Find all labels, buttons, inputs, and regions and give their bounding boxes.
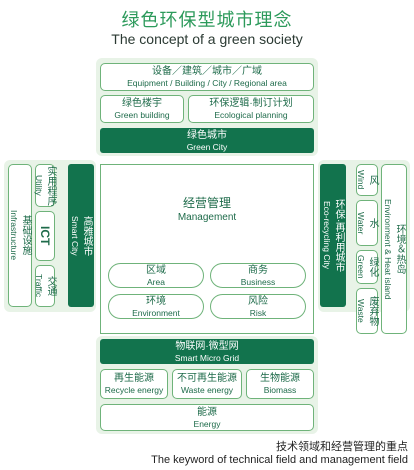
biomass-box: 生物能源 Biomass xyxy=(246,369,314,399)
infrastructure-label-en: Infrastructure xyxy=(9,210,19,261)
diagram-title: 绿色环保型城市理念 xyxy=(121,10,293,30)
ict-box: ICT xyxy=(35,211,55,261)
wind-label-en: Wind xyxy=(356,170,366,190)
smart-city-label-zh: 高雅城市 xyxy=(81,215,92,256)
green-box: 绿化 Green xyxy=(356,250,378,284)
area-label-en: Area xyxy=(147,276,165,287)
biomass-label-zh: 生物能源 xyxy=(260,373,300,384)
ecological-planning-label-zh: 环保逻辑·制订计划 xyxy=(209,98,293,109)
green-building-label-zh: 绿色楼宇 xyxy=(122,98,162,109)
environment-label-zh: 环境 xyxy=(146,295,166,307)
environment-pill: 环境 Environment xyxy=(108,294,204,319)
environment-label-en: Environment xyxy=(132,307,180,318)
energy-label-zh: 能源 xyxy=(197,406,217,418)
environment-heat-island-label-en: Environment & Heat island xyxy=(383,198,393,300)
green-label-zh: 绿化 xyxy=(367,257,378,277)
green-city-label-zh: 绿色城市 xyxy=(187,129,227,141)
footer-caption-zh: 技术领域和经营管理的重点 xyxy=(276,441,408,453)
utility-box: 实用程序 Utility xyxy=(34,164,56,207)
waste-energy-label-en: Waste energy xyxy=(180,385,234,395)
traffic-label-en: Traffic xyxy=(34,274,44,298)
business-label-en: Business xyxy=(240,276,276,287)
smart-micro-grid-label-en: Smart Micro Grid xyxy=(174,352,240,363)
equipment-label-zh: 设备／建筑／城市／广域 xyxy=(152,66,262,77)
management-label-zh: 经营管理 xyxy=(182,196,231,210)
traffic-box: 交通 Traffic xyxy=(34,265,56,307)
eco-recycling-label-en: Eco-recycling City xyxy=(322,201,332,270)
infrastructure-box: 基础设施 Infrastructure xyxy=(8,164,32,307)
energy-label-en: Energy xyxy=(193,418,221,429)
ict-label: ICT xyxy=(38,226,52,246)
recycle-energy-label-en: Recycle energy xyxy=(104,385,164,395)
water-label-zh: 水 xyxy=(367,217,378,228)
equipment-box: 设备／建筑／城市／广域 Equipment / Building / City … xyxy=(100,63,314,91)
recycle-energy-label-zh: 再生能源 xyxy=(114,373,154,384)
footer-caption-en: The keyword of technical field and manag… xyxy=(151,454,408,466)
green-city-bar: 绿色城市 Green City xyxy=(100,128,314,153)
traffic-label-zh: 交通 xyxy=(45,276,56,296)
environment-heat-island-label-zh: 环境＆热岛 xyxy=(394,223,405,274)
green-label-en: Green xyxy=(356,255,366,279)
area-pill: 区域 Area xyxy=(108,263,204,288)
management-label-en: Management xyxy=(177,212,237,223)
recycle-energy-box: 再生能源 Recycle energy xyxy=(100,369,168,399)
risk-label-zh: 风险 xyxy=(248,295,268,307)
equipment-label-en: Equipment / Building / City / Regional a… xyxy=(127,78,287,88)
wind-label-zh: 风 xyxy=(367,175,378,185)
waste-box: 废弃物 Waste xyxy=(356,288,378,334)
waste-energy-box: 不可再生能源 Waste energy xyxy=(172,369,242,399)
ecological-planning-label-en: Ecological planning xyxy=(214,110,288,120)
smart-micro-grid-bar: 物联网·微型网 Smart Micro Grid xyxy=(100,339,314,364)
ecological-planning-box: 环保逻辑·制订计划 Ecological planning xyxy=(188,95,314,123)
biomass-label-en: Biomass xyxy=(263,385,297,395)
energy-box: 能源 Energy xyxy=(100,404,314,431)
utility-label-en: Utility xyxy=(34,175,44,196)
utility-label-zh: 实用程序 xyxy=(45,165,56,206)
risk-label-en: Risk xyxy=(249,307,267,318)
infrastructure-label-zh: 基础设施 xyxy=(20,215,31,256)
management-heading: 经营管理 Management xyxy=(100,196,314,224)
environment-heat-island-box: 环境＆热岛 Environment & Heat island xyxy=(381,164,407,334)
smart-city-label-en: Smart City xyxy=(70,215,80,256)
waste-label-zh: 废弃物 xyxy=(367,296,378,326)
green-building-box: 绿色楼宇 Green building xyxy=(100,95,184,123)
business-pill: 商务 Business xyxy=(210,263,306,288)
green-city-label-en: Green City xyxy=(186,141,228,152)
eco-recycling-bar: 环保·再利用城市 Eco-recycling City xyxy=(320,164,346,307)
waste-energy-label-zh: 不可再生能源 xyxy=(177,373,237,384)
eco-recycling-label-zh: 环保·再利用城市 xyxy=(333,198,344,273)
risk-pill: 风险 Risk xyxy=(210,294,306,319)
water-box: 水 Water xyxy=(356,200,378,246)
diagram-subtitle: The concept of a green society xyxy=(111,31,303,47)
smart-city-bar: 高雅城市 Smart City xyxy=(68,164,94,307)
area-label-zh: 区域 xyxy=(146,264,166,276)
business-label-zh: 商务 xyxy=(248,264,268,276)
smart-micro-grid-label-zh: 物联网·微型网 xyxy=(175,340,239,352)
wind-box: 风 Wind xyxy=(356,164,378,196)
green-building-label-en: Green building xyxy=(114,110,170,120)
waste-label-en: Waste xyxy=(356,299,366,323)
water-label-en: Water xyxy=(356,211,366,235)
